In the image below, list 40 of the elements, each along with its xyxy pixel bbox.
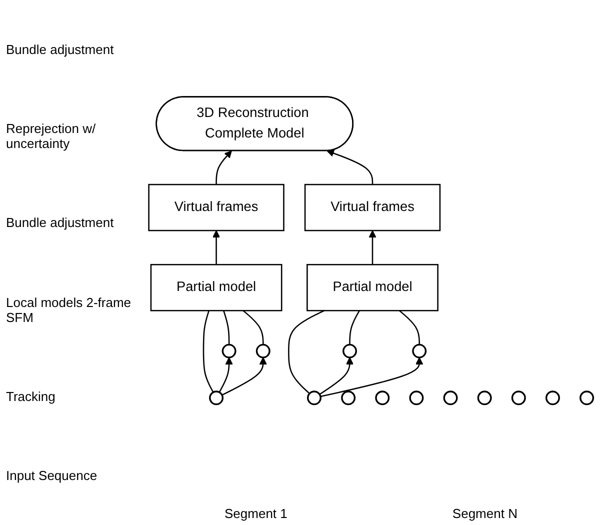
- connector: [349, 310, 360, 346]
- stage-label: Local models 2-frame SFM: [6, 294, 132, 325]
- arrow: [222, 358, 267, 396]
- stage-label: Bundle adjustment: [6, 215, 115, 230]
- node-circle: [341, 391, 356, 406]
- stage-label: Input Sequence: [6, 468, 98, 483]
- node-circle: [409, 391, 424, 406]
- node-circle: [375, 391, 390, 406]
- node-circle: [307, 391, 322, 406]
- node-circle: [256, 344, 270, 359]
- arrow: [326, 150, 374, 185]
- segment-label: Segment 1: [224, 506, 288, 521]
- node-box: Virtual frames: [304, 184, 441, 232]
- node-circle: [412, 344, 427, 359]
- connector: [223, 310, 230, 346]
- node-circle: [477, 391, 492, 406]
- node-box: Partial model: [150, 264, 282, 312]
- connector: [399, 310, 420, 346]
- node-circle: [443, 391, 458, 406]
- node-circle: [209, 391, 224, 406]
- stage-label: Bundle adjustment: [6, 42, 115, 58]
- node-circle: [545, 391, 560, 406]
- node-circle: [222, 344, 236, 359]
- connector: [242, 310, 264, 346]
- arrow: [212, 230, 220, 266]
- arrow: [319, 358, 354, 396]
- node-circle: [580, 391, 594, 406]
- segment-label: Segment N: [452, 506, 518, 521]
- arrow: [216, 151, 232, 185]
- node-circle: [342, 344, 357, 359]
- connector: [288, 310, 325, 394]
- stage-label: Tracking: [6, 388, 56, 404]
- stage-label: Reprejection w/ uncertainty: [6, 121, 97, 152]
- arrow: [368, 230, 376, 266]
- arrow: [320, 358, 424, 398]
- node-circle: [511, 391, 526, 406]
- node-box: Virtual frames: [148, 184, 284, 232]
- connector: [202, 310, 214, 394]
- arrow: [218, 358, 233, 394]
- node-box: Partial model: [306, 264, 438, 312]
